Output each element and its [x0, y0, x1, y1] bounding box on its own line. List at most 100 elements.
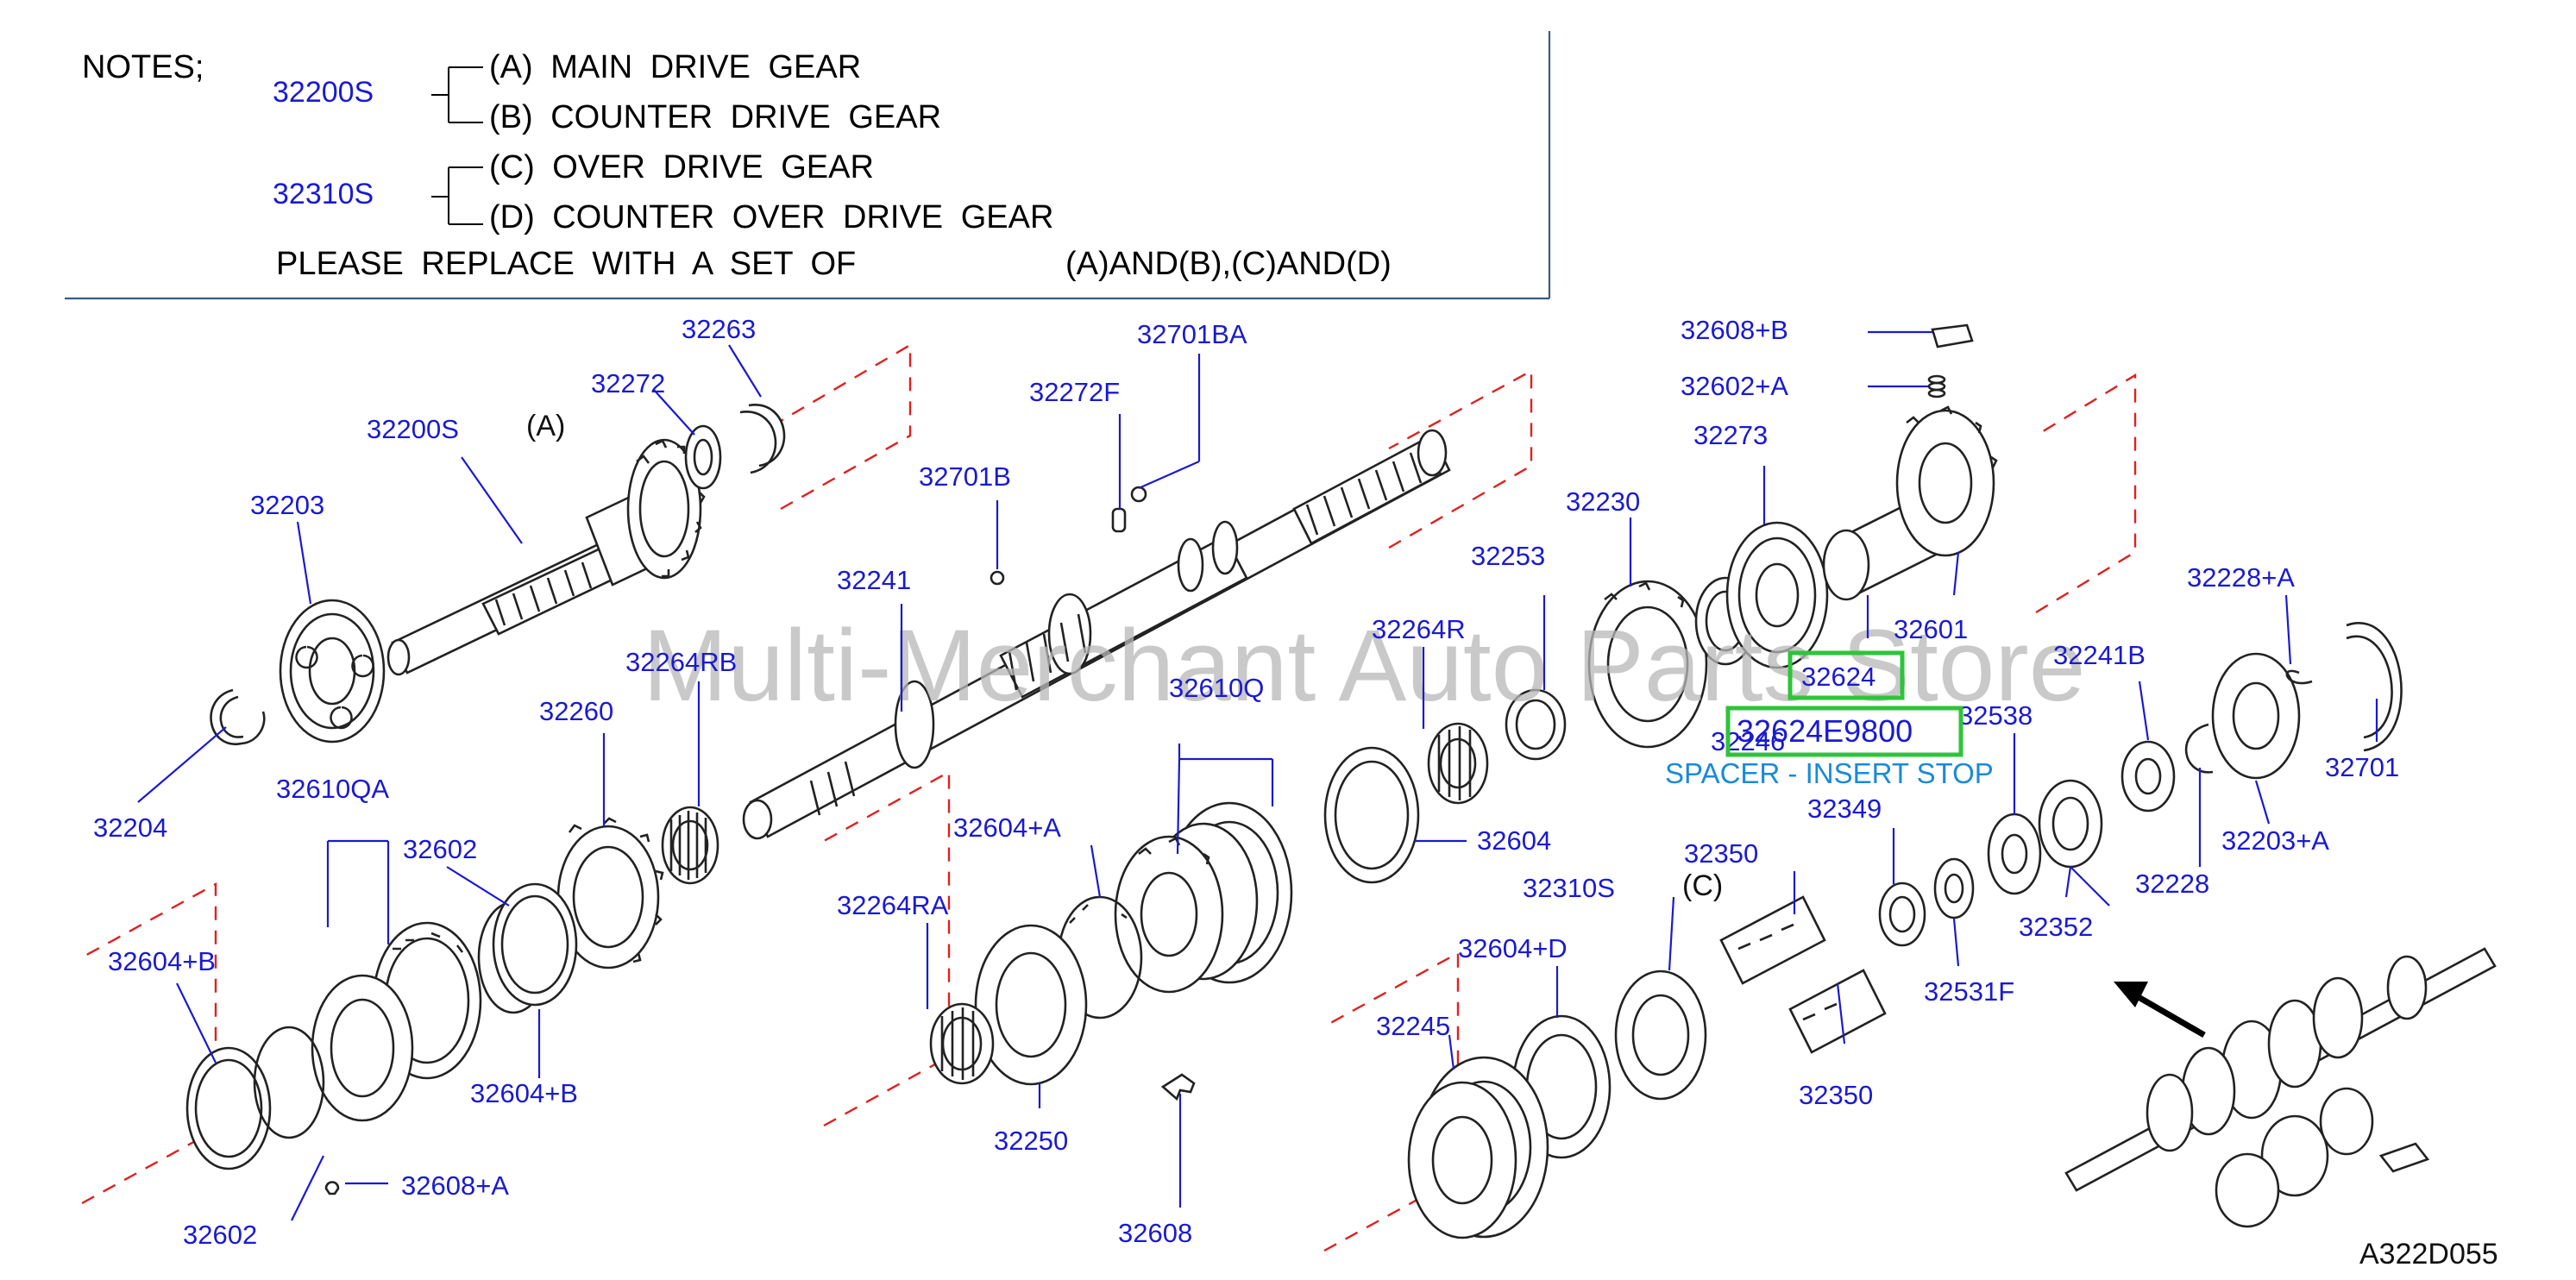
label-32200S: 32200S	[367, 414, 459, 444]
gear-32250	[974, 924, 1088, 1086]
label-32203-A: 32203+A	[2221, 825, 2329, 856]
label-32604-D: 32604+D	[1458, 933, 1568, 963]
needle-bearing-32264RB	[661, 806, 719, 885]
bearing-32203-A	[2211, 652, 2301, 780]
highlighted-ref[interactable]: 32624	[1801, 662, 1875, 692]
needle-bearing-32264R	[1427, 722, 1489, 805]
watermark: Multi-Merchant Auto Parts Store	[643, 609, 2085, 723]
bearings-32350	[1719, 895, 1887, 1054]
spring-32602-A	[1927, 374, 1946, 398]
label-32604-B-left: 32604+B	[108, 946, 216, 976]
gear-32310S	[1614, 969, 1707, 1101]
label-32241: 32241	[837, 565, 911, 595]
leader-lines	[137, 330, 2378, 1221]
label-32602-upper: 32602	[403, 834, 477, 864]
label-32228: 32228	[2135, 869, 2209, 899]
label-32250: 32250	[994, 1126, 1068, 1156]
rings-left	[185, 882, 578, 1195]
ring-32701	[2346, 622, 2403, 752]
note-replace-text: PLEASE REPLACE WITH A SET OF	[276, 246, 856, 282]
label-32610QA: 32610QA	[276, 774, 389, 804]
notes-heading: NOTES;	[82, 49, 204, 85]
bearing-32273	[1725, 521, 1829, 669]
note-replace-sets: (A)AND(B),(C)AND(D)	[1065, 246, 1392, 282]
label-32272F: 32272F	[1029, 377, 1120, 407]
label-32350-upper: 32350	[1684, 838, 1758, 869]
label-32352: 32352	[2019, 912, 2093, 942]
notes-code-32200S: 32200S	[273, 76, 374, 109]
label-32601: 32601	[1894, 614, 1968, 644]
highlight-box-part-number[interactable]	[1725, 706, 1963, 757]
label-32610Q: 32610Q	[1169, 673, 1264, 703]
label-32538: 32538	[1958, 700, 2033, 731]
key-32608-B	[1931, 323, 1974, 348]
note-line-a: (A) MAIN DRIVE GEAR	[489, 49, 861, 85]
bushing-32253	[1505, 688, 1567, 761]
highlight-box-32624[interactable]	[1787, 650, 1905, 700]
part-labels: 32263 32272 32200S 32203 32204 32701BA 3…	[93, 314, 2399, 1250]
label-32241B: 32241B	[2053, 640, 2146, 670]
label-32531F: 32531F	[1924, 976, 2014, 1007]
label-32260: 32260	[539, 696, 613, 726]
label-32264RB: 32264RB	[625, 647, 737, 677]
main-shaft	[742, 429, 1451, 840]
label-32228-A: 32228+A	[2187, 562, 2295, 593]
marker-a: (A)	[526, 410, 565, 442]
drawing-code: A322D055	[2359, 1238, 2498, 1271]
label-32264R: 32264R	[1372, 614, 1466, 644]
gear-32230	[1587, 580, 1708, 749]
label-32608-B: 32608+B	[1681, 315, 1788, 345]
label-32203: 32203	[250, 490, 324, 520]
assembly-boundaries	[81, 342, 2137, 1252]
label-32263: 32263	[682, 314, 756, 344]
label-32272: 32272	[591, 368, 665, 398]
assembly-overview	[2064, 947, 2497, 1228]
snap-ring-32228	[2184, 723, 2214, 774]
callout-description: SPACER - INSERT STOP	[1665, 757, 1994, 789]
snap-ring-32228-A	[2285, 669, 2313, 685]
main-drive-gear-shaft	[386, 404, 786, 676]
label-32245: 32245	[1376, 1011, 1450, 1041]
counter-gear-32601	[1822, 405, 1998, 601]
label-32604-B-right: 32604+B	[470, 1078, 578, 1108]
label-32701BA: 32701BA	[1137, 319, 1247, 349]
label-32310S: 32310S	[1523, 873, 1615, 903]
synchro-32610QA	[311, 921, 482, 1122]
nut-32241B	[2120, 740, 2176, 813]
bushing-32349	[1878, 882, 1926, 947]
ring-32604	[1323, 746, 1420, 884]
label-32273: 32273	[1693, 420, 1768, 450]
note-line-b: (B) COUNTER DRIVE GEAR	[489, 99, 941, 135]
label-32264RA: 32264RA	[837, 890, 949, 920]
label-32349: 32349	[1807, 794, 1882, 824]
marker-c: (C)	[1682, 869, 1723, 902]
label-32608-A: 32608+A	[401, 1170, 509, 1201]
label-32608: 32608	[1118, 1218, 1192, 1248]
label-32701: 32701	[2325, 752, 2399, 782]
callout-part-number[interactable]: 32624E9800	[1737, 713, 1913, 749]
snap-ring-32204	[210, 688, 266, 745]
notes-code-32310S: 32310S	[273, 178, 374, 210]
thrust-bearing-32538	[1987, 813, 2042, 895]
note-line-d: (D) COUNTER OVER DRIVE GEAR	[489, 199, 1053, 235]
highlight-callout[interactable]: 32624 32624E9800 SPACER - INSERT STOP	[1665, 650, 1994, 789]
label-32604: 32604	[1477, 825, 1551, 856]
label-32246: 32246	[1711, 726, 1785, 756]
label-32701B: 32701B	[919, 461, 1011, 492]
key-32608	[1160, 1073, 1196, 1101]
label-32604-A: 32604+A	[953, 813, 1061, 843]
needle-bearing-32264RA	[929, 1002, 995, 1085]
label-32204: 32204	[93, 813, 167, 843]
note-line-c: (C) OVER DRIVE GEAR	[489, 149, 874, 185]
label-32350-lower: 32350	[1799, 1080, 1873, 1110]
notes-box: NOTES; 32200S (A) MAIN DRIVE GEAR (B) CO…	[65, 31, 1551, 300]
label-32602-A: 32602+A	[1681, 371, 1788, 401]
washer-32352	[2038, 779, 2103, 869]
bearing-32203	[279, 599, 386, 744]
label-32253: 32253	[1471, 541, 1545, 571]
label-32230: 32230	[1566, 486, 1640, 517]
synchro-32245	[1407, 1056, 1549, 1239]
washer-32531F	[1933, 857, 1975, 919]
label-32602-lower: 32602	[183, 1220, 257, 1250]
